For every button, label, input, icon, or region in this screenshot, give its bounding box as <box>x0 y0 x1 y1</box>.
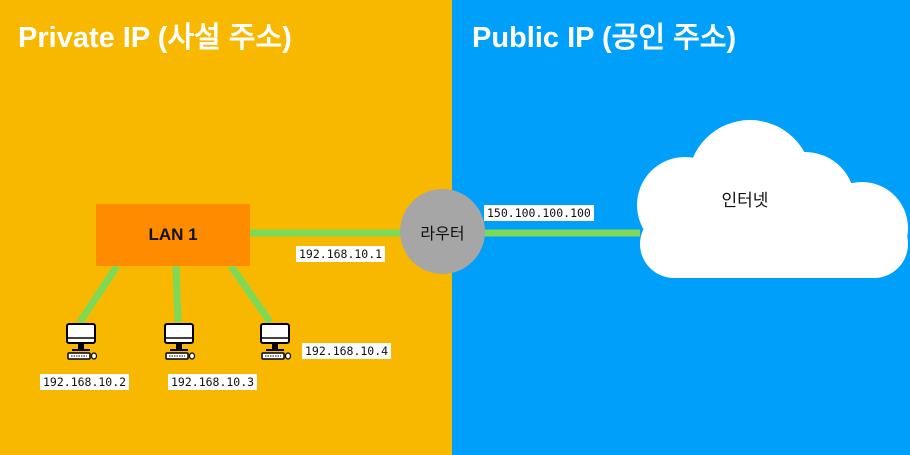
router-public-ip-label: 150.100.100.100 <box>484 205 594 221</box>
public-ip-title: Public IP (공인 주소) <box>472 22 737 54</box>
pc1-ip-label: 192.168.10.2 <box>40 374 130 390</box>
pc2-ip-label: 192.168.10.3 <box>168 374 258 390</box>
desktop-computer-icon <box>260 323 292 360</box>
cloud-icon <box>637 120 908 278</box>
lan-label: LAN 1 <box>148 225 198 244</box>
lan-switch-box: LAN 1 <box>96 204 250 266</box>
pc3-ip-label: 192.168.10.4 <box>302 343 392 359</box>
link-lan-pc3 <box>228 263 273 325</box>
router-label: 라우터 <box>420 223 465 243</box>
link-lan-pc1 <box>77 264 120 324</box>
private-ip-title: Private IP (사설 주소) <box>18 22 292 54</box>
router-private-ip-label: 192.168.10.1 <box>296 246 386 262</box>
desktop-computer-icon <box>66 323 98 360</box>
link-lan-pc2 <box>172 265 182 323</box>
router-node: 라우터 <box>400 189 485 274</box>
internet-label: 인터넷 <box>721 191 769 211</box>
desktop-computer-icon <box>164 323 196 360</box>
